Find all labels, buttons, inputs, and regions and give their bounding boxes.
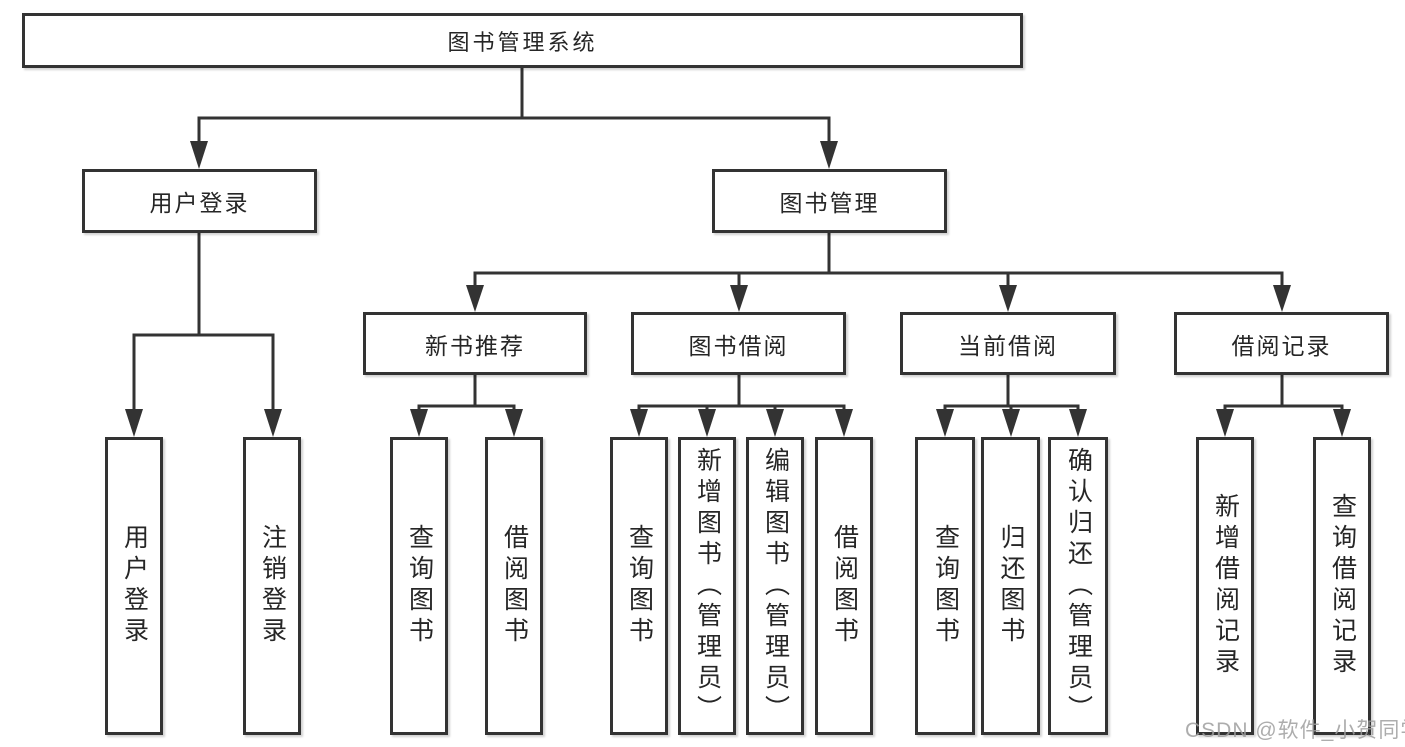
arrow-down-icon <box>1273 285 1291 312</box>
leaf-return-books: 归还图书 <box>981 437 1040 735</box>
arrow-down-icon <box>1069 409 1087 437</box>
connector-current-borrowing <box>943 375 1080 410</box>
arrow-down-icon <box>698 409 716 437</box>
arrow-down-icon <box>1216 409 1234 437</box>
arrow-down-icon <box>820 141 838 169</box>
arrow-down-icon <box>1002 409 1020 437</box>
leaf-borrow-books-borrowing: 借阅图书 <box>815 437 873 735</box>
node-book-management: 图书管理 <box>712 169 947 233</box>
arrow-down-icon <box>730 285 748 312</box>
leaf-query-books-borrowing: 查询图书 <box>610 437 668 735</box>
connector-root <box>197 68 831 141</box>
leaf-logout: 注销登录 <box>243 437 301 735</box>
arrow-down-icon <box>466 285 484 312</box>
arrow-down-icon <box>630 409 648 437</box>
arrow-down-icon <box>999 285 1017 312</box>
connector-book-management <box>473 233 1284 286</box>
arrow-down-icon <box>766 409 784 437</box>
connector-new-book-recommendation <box>417 375 516 410</box>
connector-book-borrowing <box>637 375 846 410</box>
arrow-down-icon <box>125 409 143 437</box>
arrow-down-icon <box>835 409 853 437</box>
node-library-management-system: 图书管理系统 <box>22 13 1023 68</box>
connector-user-login <box>132 233 275 410</box>
arrow-down-icon <box>410 409 428 437</box>
arrow-down-icon <box>190 141 208 169</box>
leaf-add-borrow-record: 新增借阅记录 <box>1196 437 1254 735</box>
leaf-query-borrow-record: 查询借阅记录 <box>1313 437 1371 735</box>
leaf-query-books-current: 查询图书 <box>915 437 975 735</box>
leaf-confirm-return-admin: 确认归还（管理员） <box>1048 437 1108 735</box>
connector-borrowing-records <box>1223 375 1344 410</box>
node-book-borrowing: 图书借阅 <box>631 312 846 375</box>
node-borrowing-records: 借阅记录 <box>1174 312 1389 375</box>
leaf-user-login: 用户登录 <box>105 437 163 735</box>
arrow-down-icon <box>936 409 954 437</box>
leaf-edit-book-admin: 编辑图书（管理员） <box>746 437 804 735</box>
leaf-add-book-admin: 新增图书（管理员） <box>678 437 736 735</box>
node-user-login: 用户登录 <box>82 169 317 233</box>
leaf-query-books-recommendation: 查询图书 <box>390 437 448 735</box>
leaf-borrow-books-recommendation: 借阅图书 <box>485 437 543 735</box>
csdn-watermark: CSDN @软件_小贺同学 <box>1185 719 1405 742</box>
arrow-down-icon <box>1333 409 1351 437</box>
arrow-down-icon <box>264 409 282 437</box>
node-current-borrowing: 当前借阅 <box>900 312 1116 375</box>
arrow-down-icon <box>505 409 523 437</box>
node-new-book-recommendation: 新书推荐 <box>363 312 587 375</box>
